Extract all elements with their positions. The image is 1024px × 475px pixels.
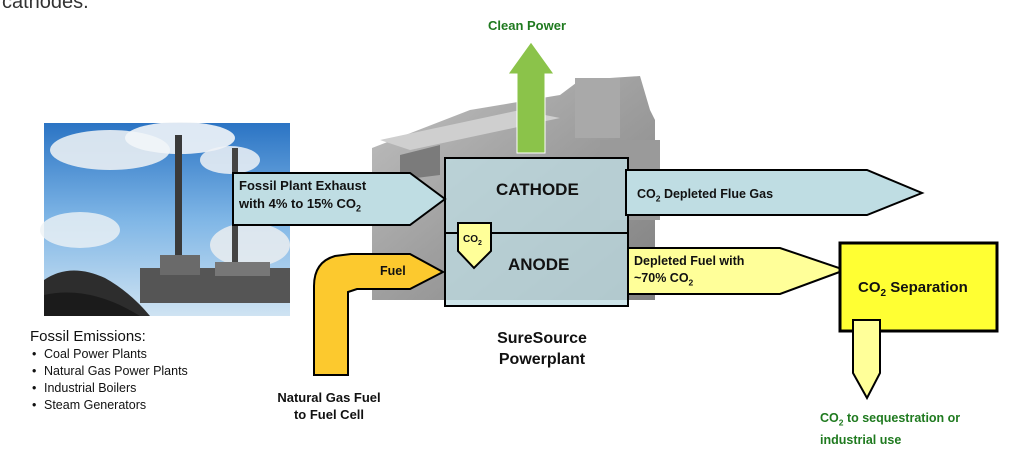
sequestration-label: CO2 to sequestration or industrial use [820,410,960,449]
natgas-line2: to Fuel Cell [293,407,365,422]
clean-power-arrow [507,41,555,154]
co2-transfer-badge [457,222,492,270]
powerplant-label: SureSource Powerplant [482,328,602,370]
exhaust-line2: with 4% to 15% CO2 [239,196,362,214]
clean-power-label: Clean Power [488,18,567,33]
anode-label: ANODE [508,255,570,274]
depleted-line1: Depleted Fuel with [634,254,745,268]
natgas-label: Natural Gas Fuel to Fuel Cell [264,389,394,423]
fossil-emissions-list: Fossil Emissions: Coal Power Plants Natu… [30,328,188,414]
emissions-item: Industrial Boilers [30,380,188,397]
emissions-item: Steam Generators [30,397,188,414]
flue-gas-label: CO2 Depleted Flue Gas [637,187,774,204]
exhaust-arrow [232,172,447,226]
co2-separation-box [838,241,999,333]
sequestration-arrow [852,319,881,401]
powerplant-line1: SureSource [497,330,587,347]
exhaust-label: Fossil Plant Exhaust with 4% to 15% CO2 [239,177,366,218]
fuel-arrow [313,253,446,376]
co2-separation-label: CO2 Separation [858,279,968,299]
seq-line1: CO2 to sequestration or [820,411,961,428]
emissions-item: Coal Power Plants [30,346,188,363]
exhaust-line1: Fossil Plant Exhaust [239,178,367,193]
fuel-label: Fuel [380,264,406,278]
flue-gas-arrow [625,169,925,216]
emissions-item: Natural Gas Power Plants [30,363,188,380]
cathode-label: CATHODE [496,180,579,199]
co2-badge-label: CO2 [463,234,482,247]
depleted-fuel-arrow [627,247,848,295]
powerplant-line2: Powerplant [498,351,586,368]
emissions-title: Fossil Emissions: [30,328,146,345]
natgas-line1: Natural Gas Fuel [277,390,381,405]
seq-line2: industrial use [820,432,902,447]
top-partial-text: cathodes. [2,0,89,13]
depleted-line2: ~70% CO2 [634,271,694,288]
depleted-fuel-label: Depleted Fuel with ~70% CO2 [634,253,744,292]
